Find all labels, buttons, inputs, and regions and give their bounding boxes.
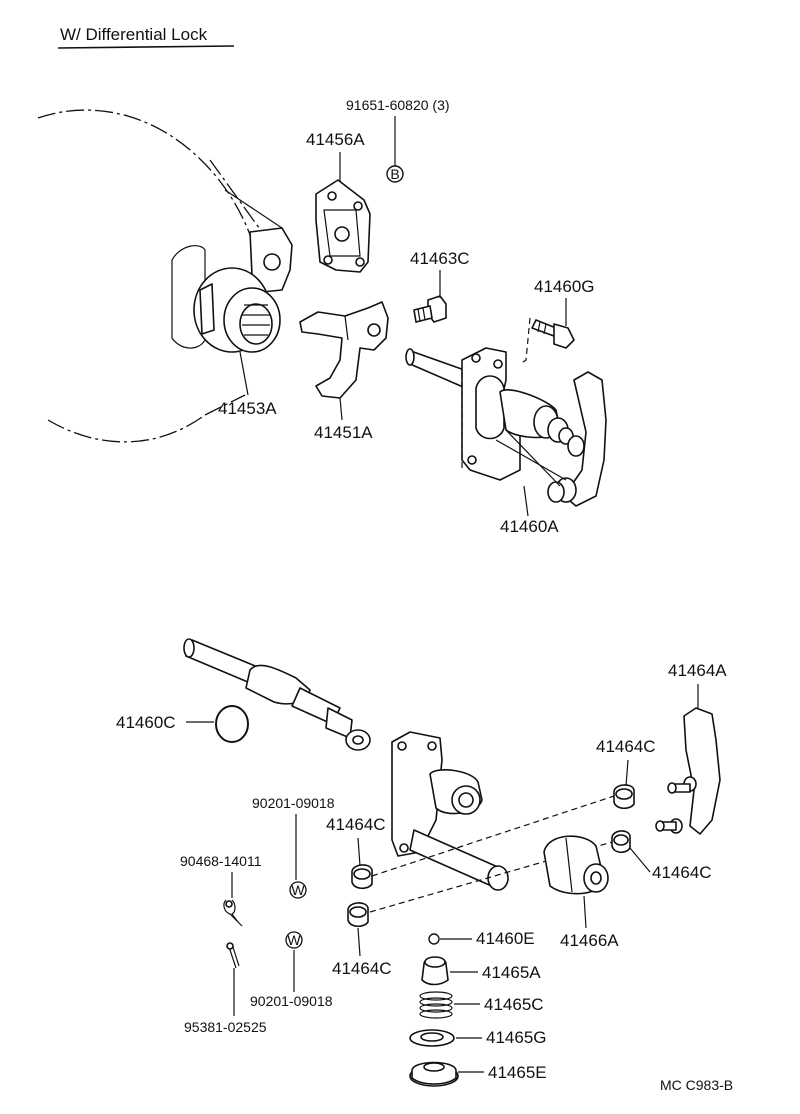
washer-w-badge-top <box>289 881 307 899</box>
shift-housing-bracket <box>391 731 509 891</box>
shift-fork-41451A <box>299 301 389 399</box>
bolt-symbol-b-badge <box>386 165 404 183</box>
label-95381-02525: 95381-02525 <box>184 1019 267 1035</box>
bushing-41464C-right-top <box>613 784 635 810</box>
title-underline <box>57 45 235 49</box>
label-41466A: 41466A <box>560 931 619 950</box>
bushing-41464C-right-bottom <box>611 830 631 854</box>
label-41453A: 41453A <box>218 399 277 418</box>
label-41464A: 41464A <box>668 661 727 680</box>
actuator-assembly-41460A <box>405 347 607 507</box>
bolt-41463C <box>413 295 447 323</box>
cover-plate-41456A <box>315 179 371 273</box>
cap-41465E <box>409 1061 459 1087</box>
label-41460A: 41460A <box>500 517 559 536</box>
label-41465C: 41465C <box>484 995 544 1014</box>
bushing-41464C-left-bottom <box>347 902 369 928</box>
label-90201-09018-top: 90201-09018 <box>252 795 335 811</box>
spring-41465C <box>419 991 453 1019</box>
o-ring-41460C <box>215 705 249 743</box>
bolt-symbol-b: B <box>390 166 399 182</box>
ball-41460E <box>428 933 440 945</box>
figure-code: MC C983-B <box>660 1077 733 1093</box>
label-41456A: 41456A <box>306 130 365 149</box>
lever-41464A <box>655 707 721 835</box>
label-41465E: 41465E <box>488 1063 547 1082</box>
label-41464C-right-bottom: 41464C <box>652 863 712 882</box>
washer-symbol-bottom: W <box>287 932 301 948</box>
label-41460E: 41460E <box>476 929 535 948</box>
bushing-41464C-left-top <box>351 864 373 890</box>
washer-symbol-top: W <box>291 882 305 898</box>
label-41464C-left-top: 41464C <box>326 815 386 834</box>
label-41460G: 41460G <box>534 277 595 296</box>
label-90468-14011: 90468-14011 <box>180 853 262 869</box>
label-41464C-right-top: 41464C <box>596 737 656 756</box>
diagram-title: W/ Differential Lock <box>60 25 208 44</box>
gasket-41465G <box>409 1029 455 1047</box>
washer-w-badge-bottom <box>285 931 303 949</box>
label-90201-09018-bottom: 90201-09018 <box>250 993 333 1009</box>
label-bolt-91651-60820: 91651-60820 (3) <box>346 97 450 113</box>
label-41451A: 41451A <box>314 423 373 442</box>
label-41465A: 41465A <box>482 963 541 982</box>
label-41460C: 41460C <box>116 713 176 732</box>
label-41464C-left-bottom: 41464C <box>332 959 392 978</box>
clutch-sleeve-41453A <box>193 267 281 353</box>
actuator-shaft <box>183 638 371 751</box>
label-41465G: 41465G <box>486 1028 547 1047</box>
detent-plug-41465A <box>421 956 449 986</box>
cotter-pin-95381-02525 <box>226 942 240 969</box>
clip-90468-14011 <box>223 899 243 927</box>
boot-41466A <box>543 835 609 895</box>
label-41463C: 41463C <box>410 249 470 268</box>
bolt-41460G <box>531 319 575 349</box>
